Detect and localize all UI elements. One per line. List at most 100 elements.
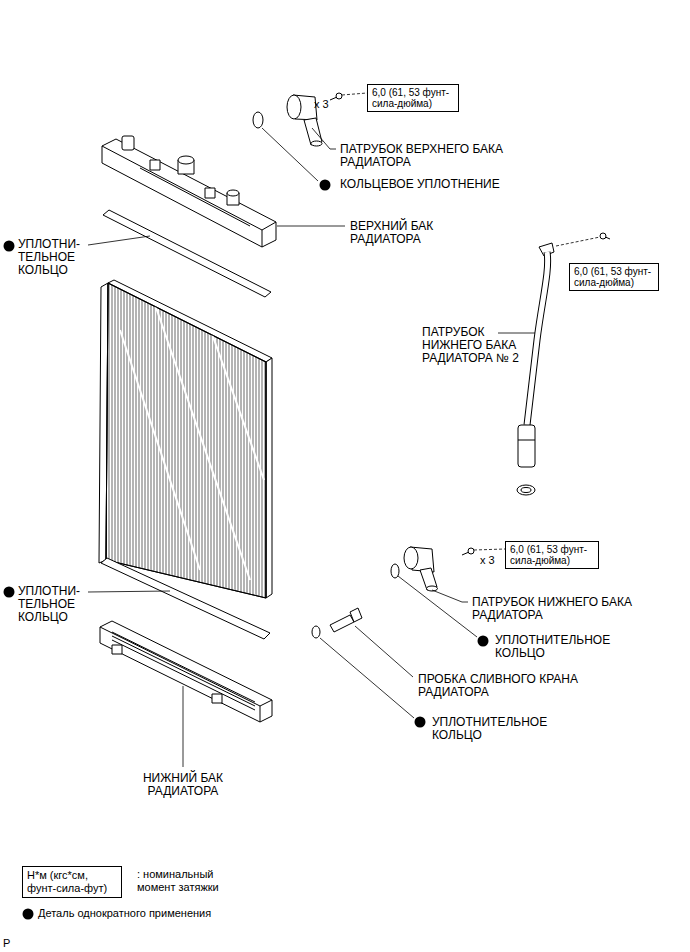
- radiator-core: [200, 300, 264, 480]
- upper-tank: [178, 156, 194, 164]
- upper-tank: [122, 136, 134, 150]
- radiator-core: [266, 358, 272, 598]
- part-label-holder: ПРОБКА СЛИВНОГО КРАНА РАДИАТОРА: [418, 673, 613, 699]
- leader-line: [277, 226, 345, 227]
- bolt-axis: [556, 237, 600, 246]
- torque-value: 6,0 (61, 53 фунт-сила-дюйма): [372, 87, 454, 109]
- single-use-dot: [320, 180, 331, 191]
- part-label: x 3: [480, 554, 495, 567]
- single-use-dot: [4, 180, 489, 920]
- part-label: КОЛЬЦЕВОЕ УПЛОТНЕНИЕ: [340, 178, 500, 191]
- part-label: P: [3, 937, 10, 950]
- single-use-dot: [4, 241, 15, 252]
- leader-line: [498, 333, 535, 334]
- part-label: ПАТРУБОК НИЖНЕГО БАКА РАДИАТОРА: [472, 596, 672, 622]
- bolt: [600, 233, 606, 239]
- lower-tank-pipe-2: [517, 243, 554, 495]
- leader-line: [88, 236, 150, 245]
- leader-line: [320, 638, 414, 718]
- radiator-illustration: [99, 93, 610, 722]
- leader-line: [398, 576, 477, 637]
- leader-line: [262, 128, 318, 181]
- o-ring: [253, 112, 263, 128]
- lower-tank-pipe: [420, 568, 437, 590]
- radiator-core: [120, 330, 200, 570]
- lower-gasket: [101, 558, 270, 639]
- radiator-core: [106, 283, 266, 598]
- lower-tank-pipe-2: [518, 425, 535, 467]
- upper-tank-pipe: [304, 118, 322, 145]
- part-label-holder: НИЖНИЙ БАК РАДИАТОРА: [133, 772, 233, 798]
- torque-box: 6,0 (61, 53 фунт-сила-дюйма): [367, 84, 459, 112]
- lower-tank-pipe: [404, 547, 418, 569]
- lower-tank: [112, 645, 122, 654]
- torque-box: 6,0 (61, 53 фунт-сила-дюйма): [505, 541, 599, 569]
- upper-tank: [205, 188, 215, 198]
- part-label-holder: УПЛОТНИТЕЛЬНОЕ КОЛЬЦО: [432, 716, 562, 742]
- part-label-holder: ПАТРУБОК НИЖНЕГО БАКА РАДИАТОРА: [472, 596, 672, 622]
- part-label: x 3: [314, 98, 329, 111]
- upper-gasket: [103, 210, 271, 297]
- leader-line: [88, 591, 170, 592]
- lower-tank: [260, 706, 261, 722]
- lower-tank: [112, 632, 255, 702]
- lower-tank: [100, 627, 272, 706]
- lower-tank: [112, 640, 255, 710]
- part-label: УПЛОТНИТЕЛЬНОЕ КОЛЬЦО: [432, 716, 562, 742]
- part-label: ВЕРХНИЙ БАК РАДИАТОРА: [350, 220, 455, 246]
- upper-tank: [227, 190, 239, 196]
- upper-tank: [102, 136, 276, 247]
- lower-tank-pipe-2: [517, 485, 535, 495]
- legend-item: Деталь однократного применения: [38, 907, 211, 920]
- part-label: УПЛОТНИТЕЛЬНОЕ КОЛЬЦО: [495, 634, 625, 660]
- part-label: УПЛОТНИ- ТЕЛЬНОЕ КОЛЬЦО: [18, 585, 80, 624]
- lower-tank-pipe-2: [518, 440, 535, 441]
- leader-line: [312, 128, 336, 149]
- part-label: УПЛОТНИ- ТЕЛЬНОЕ КОЛЬЦО: [18, 238, 80, 277]
- leader-line: [432, 590, 468, 602]
- part-label: ПРОБКА СЛИВНОГО КРАНА РАДИАТОРА: [418, 673, 613, 699]
- lower-tank-pipe-2: [527, 252, 548, 425]
- part-label-holder: УПЛОТНИТЕЛЬНОЕ КОЛЬЦО: [495, 634, 625, 660]
- radiator-core: [99, 280, 272, 598]
- legend-text: Деталь однократного применения: [38, 907, 211, 920]
- radiator-core: [106, 283, 266, 598]
- part-label-holder: ВЕРХНИЙ БАК РАДИАТОРА: [350, 220, 455, 246]
- part-label: НИЖНИЙ БАК РАДИАТОРА: [133, 772, 233, 798]
- torque-box: 6,0 (61, 53 фунт-сила-дюйма): [569, 263, 659, 291]
- part-label-holder: x 3: [314, 98, 329, 111]
- part-label-holder: P: [3, 937, 10, 950]
- bolt-axis: [474, 549, 505, 550]
- torque-value: Н*м (кгс*см, фунт-сила-фут): [27, 869, 117, 895]
- radiator-core: [120, 290, 264, 580]
- torque-value: 6,0 (61, 53 фунт-сила-дюйма): [510, 544, 594, 566]
- lower-tank: [100, 621, 272, 722]
- part-label-holder: ПАТРУБОК ВЕРХНЕГО БАКА РАДИАТОРА: [340, 143, 550, 169]
- upper-tank: [102, 139, 276, 247]
- lower-tank: [112, 636, 255, 706]
- upper-tank: [150, 160, 160, 170]
- lower-tank: [100, 621, 272, 722]
- part-label-holder: ПАТРУБОК НИЖНЕГО БАКА РАДИАТОРА № 2: [422, 326, 537, 365]
- upper-tank-pipe: [287, 95, 301, 119]
- o-ring: [391, 564, 399, 578]
- single-use-dot: [415, 717, 426, 728]
- legend-text: : номинальный момент затяжки: [137, 868, 242, 894]
- upper-tank: [140, 168, 250, 226]
- part-label-holder: УПЛОТНИ- ТЕЛЬНОЕ КОЛЬЦО: [18, 585, 80, 624]
- drain-plug: [330, 615, 354, 632]
- upper-tank: [262, 230, 263, 247]
- leader-line: [355, 626, 413, 677]
- part-label: ПАТРУБОК ВЕРХНЕГО БАКА РАДИАТОРА: [340, 143, 550, 169]
- part-label-holder: x 3: [480, 554, 495, 567]
- bolt: [462, 548, 474, 555]
- unit-legend-box: Н*м (кгс*см, фунт-сила-фут): [22, 866, 122, 898]
- bolt: [600, 233, 610, 239]
- single-use-dot: [23, 909, 34, 920]
- single-use-dot: [478, 636, 489, 647]
- bolt-axis: [342, 93, 367, 95]
- lower-tank-pipe-2: [521, 488, 531, 493]
- drain-plug: [350, 608, 362, 622]
- bolt: [336, 93, 342, 99]
